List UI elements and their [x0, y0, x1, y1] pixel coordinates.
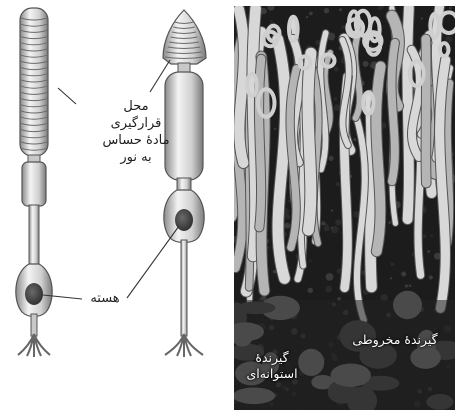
- label-nucleus: هسته: [82, 290, 128, 307]
- photosensitive-line-1: محل: [84, 98, 188, 115]
- cone-receptor-text: گیرندۀ مخروطی: [340, 332, 450, 348]
- rod-cell: [16, 8, 52, 357]
- label-rod-receptor: گیرندۀ استوانه‌ای: [234, 350, 310, 382]
- leader-cone-nucleus: [127, 226, 179, 298]
- photosensitive-line-2: قرارگیری: [84, 115, 188, 132]
- cone-cell: [163, 10, 206, 357]
- nucleus-text: هسته: [82, 290, 128, 307]
- rod-receptor-line-2: استوانه‌ای: [234, 366, 310, 382]
- rod-nucleus: [25, 283, 43, 305]
- photosensitive-line-3: مادۀ حساس: [84, 132, 188, 149]
- label-photosensitive-site: محل قرارگیری مادۀ حساس به نور: [84, 98, 188, 166]
- leader-rod-outer: [58, 88, 76, 104]
- label-cone-receptor: گیرندۀ مخروطی: [340, 332, 450, 348]
- photosensitive-line-4: به نور: [84, 149, 188, 166]
- leader-lines: [43, 60, 179, 299]
- rod-inner-segment: [22, 162, 46, 206]
- rod-receptor-line-1: گیرندۀ: [234, 350, 310, 366]
- cone-outer-segment: [163, 10, 206, 64]
- rod-outer-segment: [20, 8, 48, 156]
